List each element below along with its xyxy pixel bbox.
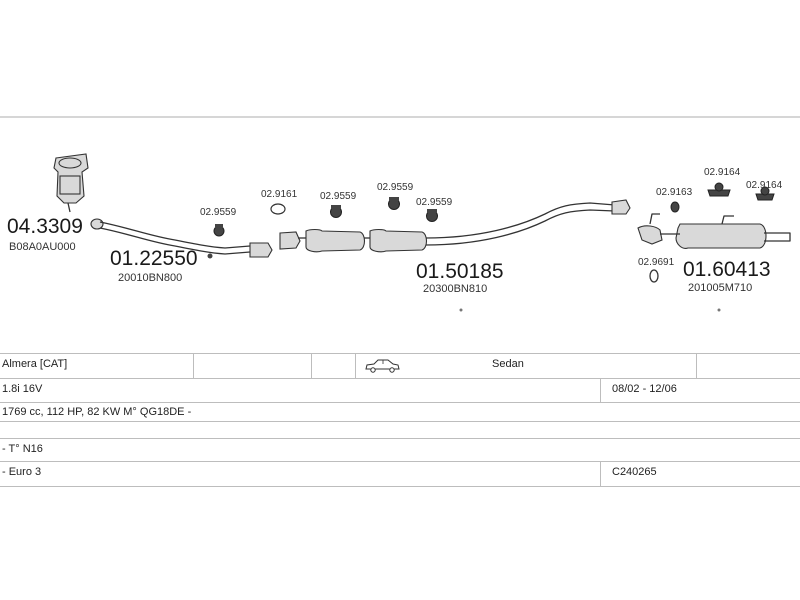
fitting-number-6: 02.9164 (704, 167, 741, 178)
vehicle-body: Sedan (492, 358, 524, 370)
oem-number-1: B08A0AU000 (9, 241, 76, 253)
part-number-4: 01.60413 (683, 258, 771, 281)
oem-number-2: 20010BN800 (118, 272, 182, 284)
oem-number-4: 201005M710 (688, 282, 752, 294)
fitting-drawing-f9 (649, 269, 659, 283)
fitting-number-7: 02.9164 (746, 180, 783, 191)
fitting-number-2: 02.9161 (261, 189, 298, 200)
fitting-drawing-f7 (755, 186, 775, 201)
fitting-drawing-f6 (707, 182, 731, 197)
fitting-number-5: 02.9559 (416, 197, 453, 208)
vehicle-model: Almera [CAT] (2, 358, 68, 370)
vehicle-code: C240265 (612, 466, 657, 478)
vehicle-chassis: - T° N16 (2, 443, 43, 455)
part-number-3: 01.50185 (416, 260, 504, 283)
fitting-number-3: 02.9559 (320, 191, 357, 202)
vehicle-specs: 1769 cc, 112 HP, 82 KW M° QG18DE - (2, 406, 192, 418)
fitting-number-8: 02.9163 (656, 187, 693, 198)
fitting-drawing-f8 (670, 201, 680, 213)
fitting-drawing-f1 (213, 224, 225, 237)
fitting-drawing-f3 (330, 205, 342, 218)
middle-silencer-drawing (279, 199, 631, 253)
fitting-number-4: 02.9559 (377, 182, 414, 193)
fitting-drawing-f2 (270, 203, 286, 215)
front-pipe-drawing (90, 218, 273, 259)
part-number-2: 01.22550 (110, 247, 198, 270)
catalytic-converter-drawing (53, 153, 89, 213)
vehicle-engine: 1.8i 16V (2, 383, 43, 395)
part-number-1: 04.3309 (7, 215, 83, 238)
fitting-drawing-f4 (388, 197, 400, 210)
oem-number-3: 20300BN810 (423, 283, 487, 295)
fitting-number-1: 02.9559 (200, 207, 237, 218)
vehicle-years: 08/02 - 12/06 (612, 383, 677, 395)
vehicle-emission: - Euro 3 (2, 466, 42, 478)
fitting-number-9: 02.9691 (638, 257, 675, 268)
fitting-drawing-f5 (426, 209, 438, 222)
rear-silencer-drawing (637, 213, 791, 249)
car-icon (364, 359, 400, 378)
